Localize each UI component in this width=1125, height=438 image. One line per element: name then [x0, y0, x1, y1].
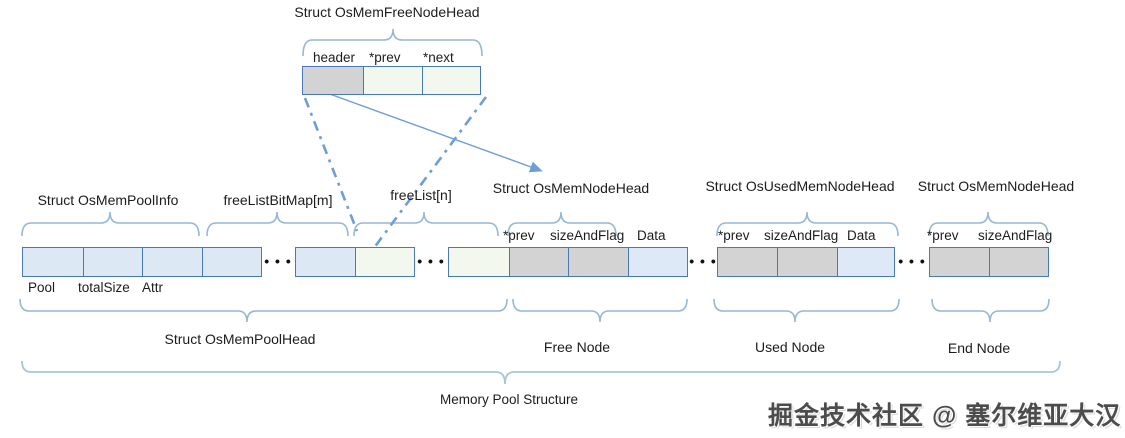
cell-end-prev — [930, 248, 989, 276]
label-used-node: Used Node — [754, 339, 826, 355]
cell-used-prev — [718, 248, 778, 276]
cell-pool — [23, 248, 83, 276]
cell-end-sizeandflag — [988, 248, 1048, 276]
brace-memory-pool — [21, 360, 1061, 385]
end-node-box — [929, 247, 1049, 277]
brace-end-node — [931, 298, 1050, 323]
field-used-prev: *prev — [718, 228, 750, 243]
cell-used-data — [836, 248, 894, 276]
dash-pointer-left — [303, 97, 359, 232]
brace-pool-info — [21, 211, 200, 237]
pool-info-box — [22, 247, 262, 277]
cell-free-prev — [508, 248, 568, 276]
title-bitmap: freeListBitMap[m] — [223, 192, 333, 208]
cell-free-data — [627, 248, 687, 276]
free-node-head-box — [302, 66, 481, 95]
field-totalsize: totalSize — [78, 280, 130, 295]
cell-bitmap-first — [201, 248, 261, 276]
cell-freelist-last — [449, 248, 509, 276]
free-node-box — [448, 247, 688, 277]
field-end-sizeandflag: sizeAndFlag — [978, 228, 1053, 243]
field-end-prev: *prev — [927, 228, 959, 243]
label-pool-head: Struct OsMemPoolHead — [164, 331, 316, 347]
watermark: 掘金技术社区 @ 塞尔维亚大汉 — [768, 402, 1122, 430]
field-pool: Pool — [28, 280, 56, 295]
cell-top-next — [421, 67, 480, 94]
cell-used-sizeandflag — [777, 248, 837, 276]
cell-top-prev — [363, 67, 422, 94]
label-free-node: Free Node — [543, 339, 611, 355]
brace-used-node — [713, 298, 900, 323]
brace-bitmap — [206, 211, 349, 237]
cell-attr — [142, 248, 202, 276]
ellipsis-used-end: • • • — [898, 253, 926, 269]
brace-pool-head — [19, 298, 508, 323]
cell-free-sizeandflag — [568, 248, 628, 276]
field-used-sizeandflag: sizeAndFlag — [764, 228, 839, 243]
brace-end-node-head — [928, 211, 1049, 237]
cell-bitmap-last — [296, 248, 355, 276]
title-used-node-head: Struct OsUsedMemNodeHead — [705, 178, 895, 194]
dash-pointer-right — [366, 96, 488, 257]
header-arrow — [326, 92, 543, 173]
ellipsis-freelist: • • • — [417, 253, 445, 269]
title-free-node-head-row: Struct OsMemNodeHead — [492, 180, 650, 196]
cell-header — [303, 67, 364, 94]
field-used-data: Data — [847, 228, 876, 243]
label-end-node: End Node — [947, 340, 1011, 356]
bitmap-freelist-box — [295, 247, 415, 277]
cell-totalsize — [82, 248, 142, 276]
brace-used-node-head — [716, 211, 899, 237]
ellipsis-free-used: • • • — [689, 253, 717, 269]
field-attr: Attr — [142, 280, 164, 295]
ellipsis-bitmap: • • • — [264, 253, 292, 269]
brace-freelist — [353, 211, 499, 237]
title-free-node-head: Struct OsMemFreeNodeHead — [294, 4, 480, 20]
title-pool-info: Struct OsMemPoolInfo — [37, 192, 179, 208]
title-freelist: freeList[n] — [390, 187, 452, 203]
field-free-data: Data — [637, 228, 666, 243]
used-node-box — [717, 247, 895, 277]
title-end-node-head: Struct OsMemNodeHead — [917, 178, 1075, 194]
field-top-prev: *prev — [369, 50, 401, 65]
brace-free-node — [512, 298, 688, 323]
field-free-prev: *prev — [503, 228, 535, 243]
brace-free-node-head-row — [507, 211, 617, 237]
field-top-next: *next — [423, 50, 454, 65]
field-free-sizeandflag: sizeAndFlag — [550, 228, 625, 243]
field-header: header — [313, 50, 356, 65]
brace-free-node-head — [302, 28, 483, 57]
cell-freelist-first — [354, 248, 414, 276]
label-memory-pool-structure: Memory Pool Structure — [439, 392, 579, 407]
